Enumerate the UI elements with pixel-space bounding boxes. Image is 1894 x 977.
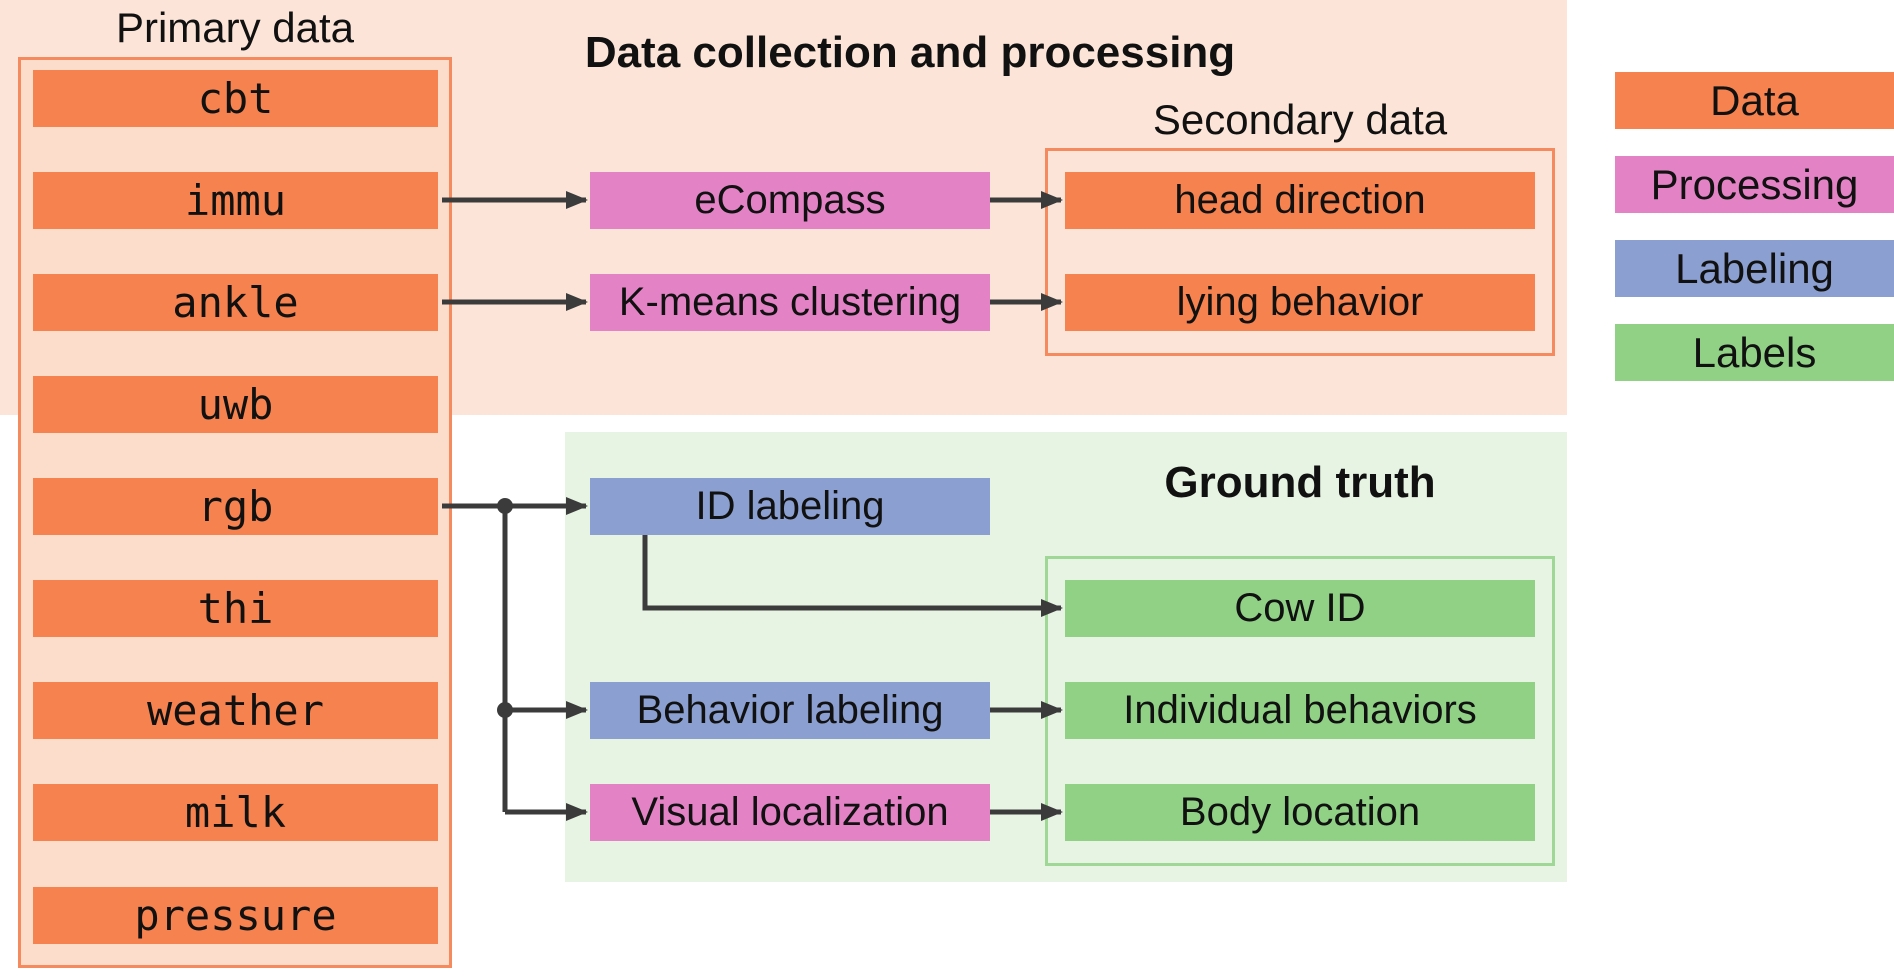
cow-id-box: Cow ID bbox=[1065, 580, 1535, 637]
head-direction-box: head direction bbox=[1065, 172, 1535, 229]
visual-localization-box: Visual localization bbox=[590, 784, 990, 841]
section-title-ground-truth: Ground truth bbox=[1164, 458, 1436, 507]
legend-item-processing: Processing bbox=[1615, 156, 1894, 213]
primary-item-thi: thi bbox=[33, 580, 438, 637]
primary-item-rgb: rgb bbox=[33, 478, 438, 535]
id-labeling-box: ID labeling bbox=[590, 478, 990, 535]
legend-item-labels: Labels bbox=[1615, 324, 1894, 381]
legend-item-labeling: Labeling bbox=[1615, 240, 1894, 297]
ecompass-box: eCompass bbox=[590, 172, 990, 229]
lying-behavior-box: lying behavior bbox=[1065, 274, 1535, 331]
individual-behaviors-box: Individual behaviors bbox=[1065, 682, 1535, 739]
body-location-box: Body location bbox=[1065, 784, 1535, 841]
secondary-data-container bbox=[1045, 148, 1555, 356]
section-title-data-collection: Data collection and processing bbox=[584, 28, 1236, 77]
kmeans-box: K-means clustering bbox=[590, 274, 990, 331]
primary-item-weather: weather bbox=[33, 682, 438, 739]
secondary-data-label: Secondary data bbox=[1152, 96, 1448, 143]
primary-item-cbt: cbt bbox=[33, 70, 438, 127]
primary-item-uwb: uwb bbox=[33, 376, 438, 433]
junction-dot-behavior-branch bbox=[497, 702, 513, 718]
junction-dot-rgb-branch bbox=[497, 498, 513, 514]
primary-item-pressure: pressure bbox=[33, 887, 438, 944]
primary-item-immu: immu bbox=[33, 172, 438, 229]
primary-item-milk: milk bbox=[33, 784, 438, 841]
legend-item-data: Data bbox=[1615, 72, 1894, 129]
primary-item-ankle: ankle bbox=[33, 274, 438, 331]
behavior-labeling-box: Behavior labeling bbox=[590, 682, 990, 739]
primary-data-label: Primary data bbox=[115, 4, 355, 51]
